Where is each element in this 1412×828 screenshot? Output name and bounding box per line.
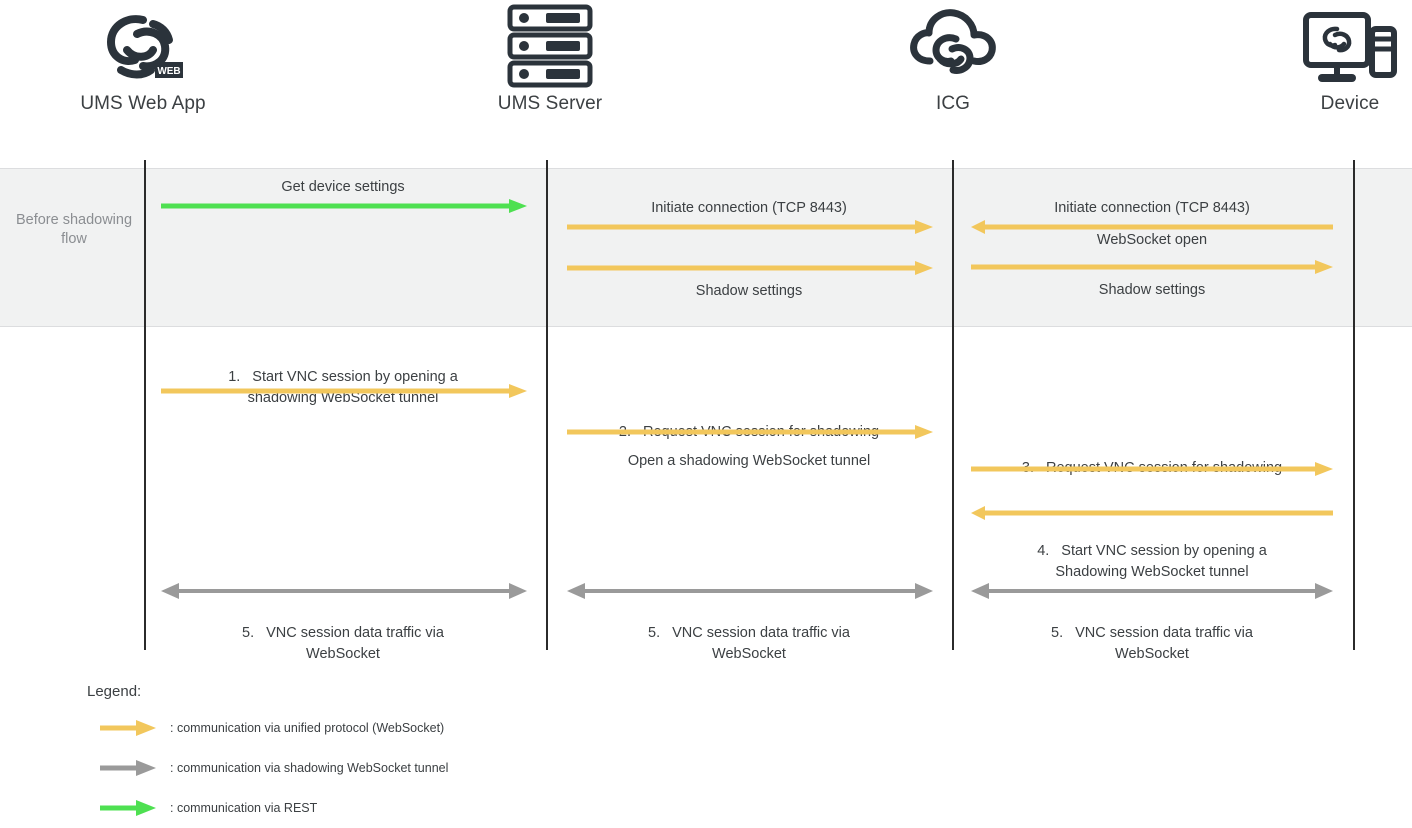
step-text: Start VNC session by opening a shadowing… <box>247 369 458 406</box>
legend-arrow-shadowing-tunnel-icon <box>100 760 156 776</box>
step-number: 5. <box>242 625 255 641</box>
lifeline-device <box>1353 160 1355 650</box>
lifeline-ums-server <box>546 160 548 650</box>
message-label-step-1: 1. Start VNC session by opening a shadowi… <box>160 346 526 409</box>
band-label: Before shadowing flow <box>15 212 133 247</box>
message-arrow-initiate-connection-server-icg <box>567 220 933 234</box>
legend-item-rest: : communication via REST <box>100 799 317 817</box>
message-label-shadow-settings-server-icg: Shadow settings <box>695 283 803 299</box>
server-rack-icon <box>440 0 660 92</box>
cloud-gateway-icon <box>843 0 1063 92</box>
lifeline-ums-web-app <box>144 160 146 650</box>
message-label-step-5-c: 5. VNC session data traffic via WebSocket <box>971 602 1333 665</box>
message-arrow-get-device-settings <box>161 199 527 213</box>
step-number: 1. <box>228 369 241 385</box>
legend-text: : communication via shadowing WebSocket … <box>170 761 449 775</box>
message-label-step-5-a: 5. VNC session data traffic via WebSocket <box>160 602 526 665</box>
message-arrow-shadow-settings-server-icg <box>567 261 933 275</box>
message-arrow-initiate-connection-device-icg <box>971 220 1333 234</box>
actor-device: Device <box>1240 0 1412 116</box>
actor-label: UMS Server <box>497 93 603 114</box>
message-label-step-2-sub: Open a shadowing WebSocket tunnel <box>627 453 871 469</box>
message-label-get-device-settings: Get device settings <box>281 179 405 195</box>
svg-text:WEB: WEB <box>157 66 180 77</box>
message-label-step-4: 4. Start VNC session by opening a Shadowi… <box>971 520 1333 583</box>
step-text: VNC session data traffic via WebSocket <box>266 625 444 662</box>
step-number: 4. <box>1037 543 1050 559</box>
message-label-initiate-connection-server-icg: Initiate connection (TCP 8443) <box>651 200 847 216</box>
message-arrow-step-2 <box>567 425 933 439</box>
legend-item-unified-protocol: : communication via unified protocol (We… <box>100 719 444 737</box>
message-arrow-step-5-c <box>971 583 1333 599</box>
message-label-shadow-settings-icg-device: Shadow settings <box>1098 282 1206 298</box>
message-arrow-step-5-a <box>161 583 527 599</box>
message-label-step-5-b: 5. VNC session data traffic via WebSocket <box>566 602 932 665</box>
message-label-initiate-connection-device-icg: Initiate connection (TCP 8443) <box>1054 200 1250 216</box>
step-text: VNC session data traffic via WebSocket <box>672 625 850 662</box>
actor-ums-web-app: WEB UMS Web App <box>33 0 253 116</box>
desktop-computer-icon <box>1240 0 1412 92</box>
message-arrow-step-4 <box>971 506 1333 520</box>
step-number: 5. <box>1051 625 1064 641</box>
actor-icg: ICG <box>843 0 1063 116</box>
actor-label: ICG <box>935 93 971 114</box>
actor-label: UMS Web App <box>80 93 206 114</box>
message-arrow-step-5-b <box>567 583 933 599</box>
actor-label: Device <box>1320 93 1380 114</box>
legend-arrow-rest-icon <box>100 800 156 816</box>
ums-web-app-logo-icon: WEB <box>33 0 253 92</box>
legend-arrow-unified-protocol-icon <box>100 720 156 736</box>
message-label-websocket-open: WebSocket open <box>1096 232 1208 248</box>
step-text: Start VNC session by opening a Shadowing… <box>1055 543 1267 580</box>
actor-ums-server: UMS Server <box>440 0 660 116</box>
message-arrow-step-1 <box>161 384 527 398</box>
message-arrow-websocket-open <box>971 260 1333 274</box>
before-shadowing-flow-band <box>0 168 1412 327</box>
message-arrow-step-3 <box>971 462 1333 476</box>
legend-text: : communication via REST <box>170 801 318 815</box>
step-text: VNC session data traffic via WebSocket <box>1075 625 1253 662</box>
legend-text: : communication via unified protocol (We… <box>170 721 445 735</box>
legend-item-shadowing-tunnel: : communication via shadowing WebSocket … <box>100 759 448 777</box>
legend-title: Legend: <box>87 683 142 700</box>
step-number: 5. <box>648 625 661 641</box>
lifeline-icg <box>952 160 954 650</box>
